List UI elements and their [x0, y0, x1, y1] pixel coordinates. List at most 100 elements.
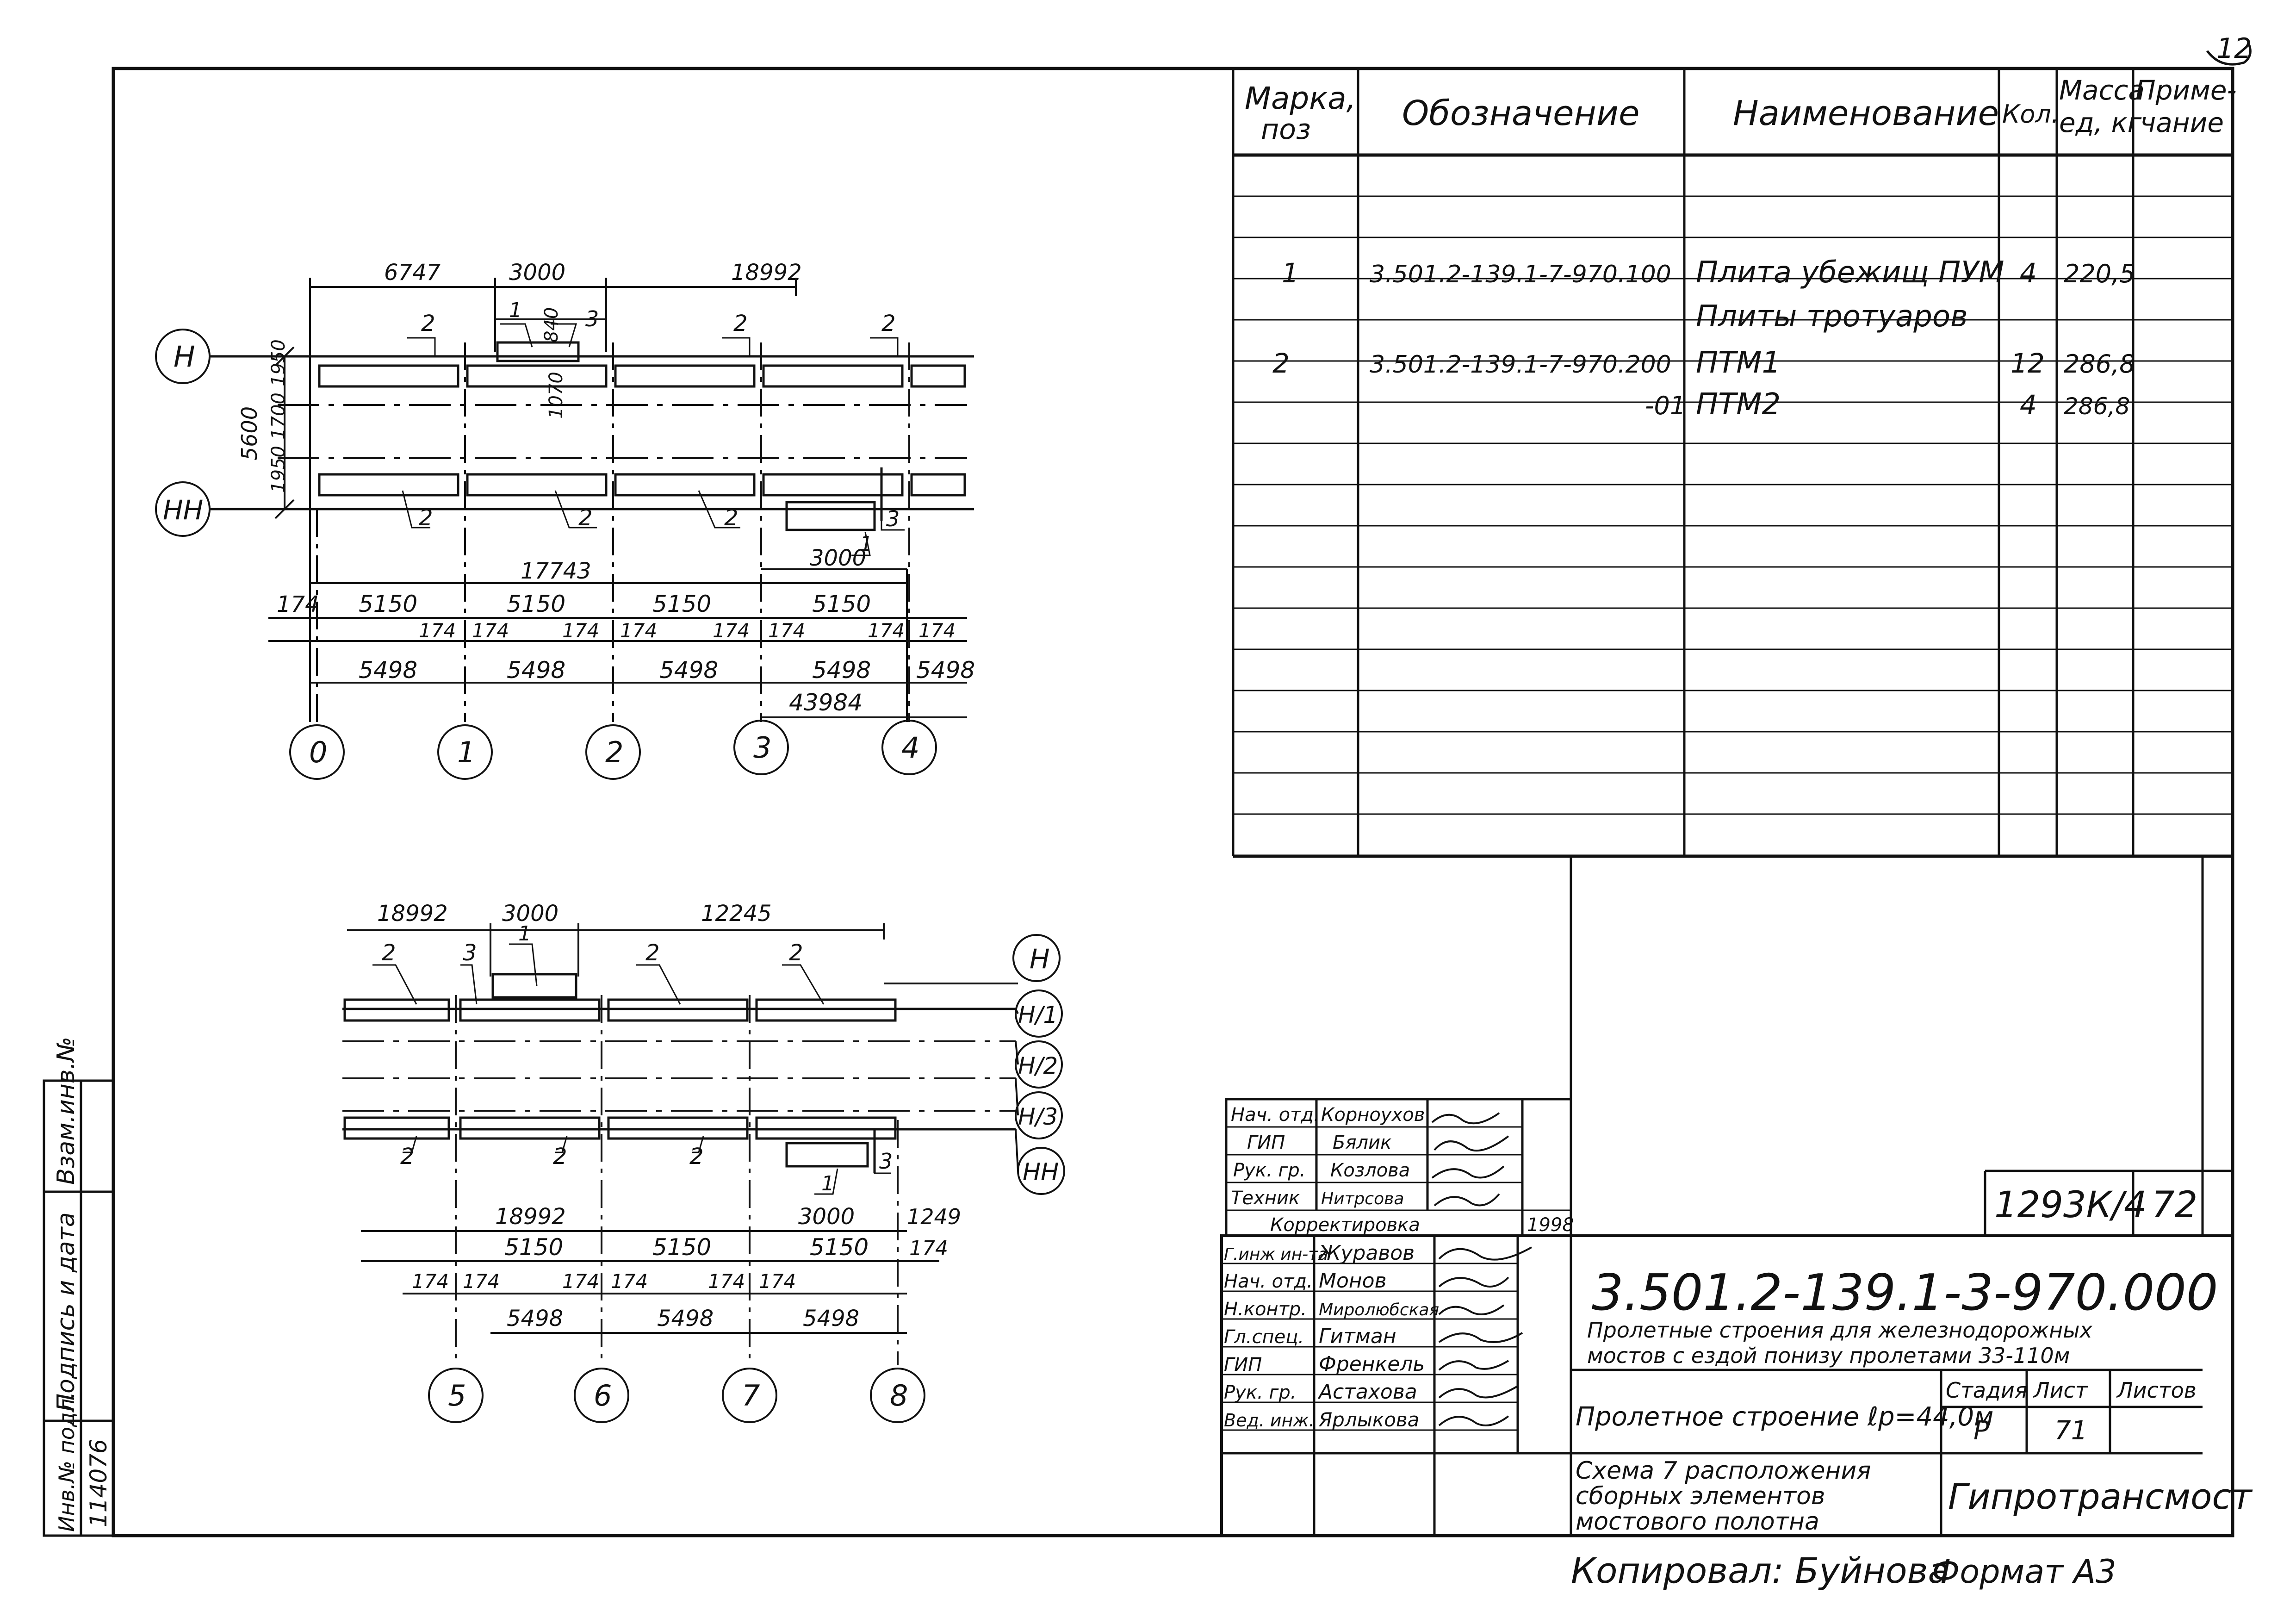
stamp-name-2: Монов	[1319, 1269, 1387, 1293]
stamp-role-5: ГИП	[1224, 1354, 1262, 1375]
top-gap-6: 174	[768, 619, 805, 642]
top-dim-1700: 1700	[268, 392, 289, 440]
top-axis-col-0: 0	[309, 735, 327, 769]
spec-header-designation: Обозначение	[1402, 93, 1639, 133]
bot-pos-label-9: 1	[821, 1172, 834, 1195]
spec-header-name: Наименование	[1733, 93, 1999, 133]
bot-span-1: 5150	[504, 1234, 563, 1261]
spec-header-mass-2: ед, кг	[2059, 107, 2142, 138]
top-gap-7: 174	[868, 619, 905, 642]
album-page: 72	[2152, 1184, 2197, 1226]
stamp-correction-label: Корректировка	[1270, 1214, 1420, 1236]
side-stamp: Взам.инв.№ Подпись и дата Инв.№ подл. 11…	[43, 1037, 115, 1537]
title-block: Нач. отд. Корноухов ГИП Бялик Рук. гр. К…	[1220, 856, 2253, 1537]
bot-axis-row-H1: Н/1	[1018, 1002, 1058, 1028]
bot-pos-label-6: 2	[400, 1144, 415, 1170]
spec-header-mark-1: Марка,	[1245, 81, 1356, 116]
top-span-2: 5150	[507, 591, 565, 617]
top-pos-label-8: 2	[724, 505, 738, 531]
stamp-name-7: Ярлыкова	[1318, 1408, 1419, 1431]
top-gap-4: 174	[620, 619, 657, 642]
bot-axis-row-H3: Н/3	[1018, 1103, 1058, 1130]
stamp-top-name-2: Бялик	[1333, 1132, 1391, 1153]
top-gap-2: 174	[472, 619, 509, 642]
bot-edge-174: 174	[909, 1237, 948, 1260]
spec-row-1-mark: 1	[1282, 257, 1299, 289]
stage-value: Р	[1973, 1416, 1989, 1446]
top-dim-17743: 17743	[521, 558, 591, 584]
bot-dim-right: 1249	[907, 1204, 961, 1229]
drawing-title-line2: сборных элементов	[1576, 1482, 1825, 1510]
plate-row-H	[910, 364, 966, 388]
spec-header-note-2: чание	[2140, 107, 2224, 138]
plate-row-HH	[607, 1116, 749, 1140]
copied-by: Копировал: Буйнова	[1571, 1550, 1949, 1591]
top-gap-1: 174	[419, 619, 456, 642]
album-code: 1293К/4	[1994, 1184, 2147, 1226]
bot-gap-6: 174	[759, 1270, 796, 1293]
top-pos-label-4: 1	[509, 299, 522, 322]
plate-row-HH	[459, 1116, 601, 1140]
stamp-top-role-2: ГИП	[1247, 1132, 1285, 1153]
bot-gap-1: 174	[412, 1270, 449, 1293]
bot-gap-2: 174	[463, 1270, 500, 1293]
bot-pos-label-8: 2	[689, 1144, 704, 1170]
plate-row-HH	[614, 473, 756, 497]
bot-pos-label-7: 2	[553, 1144, 567, 1170]
bot-dim-12245: 12245	[701, 901, 772, 927]
top-bay-2: 5498	[507, 657, 565, 684]
stamp-name-4: Гитман	[1319, 1325, 1396, 1348]
bot-span-3: 5150	[810, 1234, 869, 1261]
bot-pos-label-5: 2	[789, 940, 803, 966]
top-span-4: 5150	[812, 591, 871, 617]
spec-header-qty: Кол.	[2002, 100, 2059, 129]
top-pos-label-7: 2	[578, 505, 593, 531]
top-pos-label-5: 3	[585, 306, 599, 331]
top-dim-1950a: 1950	[268, 339, 289, 386]
top-gap-3: 174	[562, 619, 599, 642]
bot-axis-col-6: 6	[594, 1379, 612, 1412]
side-label-inv: Инв.№ подл.	[54, 1392, 79, 1532]
top-dim-1070: 1070	[546, 372, 567, 419]
stamp-top-name-4: Нитрсова	[1321, 1189, 1404, 1208]
spec-row-1-mass: 220,5	[2064, 259, 2135, 288]
spec-row-4-qty: 4	[2020, 389, 2037, 421]
plate-row-HH	[318, 473, 459, 497]
top-axis-row-HH: НН	[163, 494, 203, 526]
top-dim-18992: 18992	[731, 260, 802, 286]
top-axis-col-2: 2	[605, 735, 623, 769]
spec-row-2-name: Плиты тротуаров	[1696, 299, 1968, 334]
bot-dim-3000: 3000	[502, 901, 558, 927]
spec-table: Марка, поз Обозначение Наименование Кол.…	[1232, 68, 2237, 858]
bot-gap-5: 174	[708, 1270, 745, 1293]
plate-row-H	[318, 364, 459, 388]
bot-axis-row-H2: Н/2	[1018, 1052, 1058, 1079]
top-gap-8: 174	[918, 619, 956, 642]
sheet-label: Лист	[2033, 1378, 2088, 1403]
stamp-role-7: Вед. инж.	[1224, 1410, 1315, 1431]
stamp-name-5: Френкель	[1319, 1352, 1425, 1376]
bot-axis-col-5: 5	[448, 1379, 466, 1412]
plate-row-HH	[755, 1116, 897, 1140]
spec-row-1-name: Плита убежищ ПУМ	[1696, 255, 2004, 290]
bot-bay-3: 5498	[803, 1306, 859, 1332]
spec-row-4-name: ПТМ2	[1696, 387, 1781, 422]
plate-row-HH	[762, 473, 904, 497]
plate-row-H	[755, 998, 897, 1022]
spec-row-3-designation: 3.501.2-139.1-7-970.200	[1370, 351, 1671, 379]
drawing-title-line3: мостового полотна	[1576, 1508, 1819, 1536]
top-pos-label-10: 1	[860, 532, 873, 556]
spec-row-3-qty: 12	[2011, 348, 2045, 379]
plate-row-HH	[343, 1116, 450, 1140]
bot-bay-1: 5498	[507, 1306, 563, 1332]
spec-row-3-mass: 286,8	[2064, 349, 2135, 379]
stamp-role-3: Н.контр.	[1224, 1299, 1307, 1320]
top-pos-label-2: 2	[733, 311, 748, 336]
top-dim-3000: 3000	[509, 260, 565, 286]
bot-pos-label-10: 3	[879, 1149, 893, 1174]
plate-row-H	[343, 998, 450, 1022]
stamp-name-3: Миролюбская	[1319, 1300, 1439, 1319]
structure-title: Пролетное строение ℓр=44,0м	[1576, 1402, 1993, 1432]
